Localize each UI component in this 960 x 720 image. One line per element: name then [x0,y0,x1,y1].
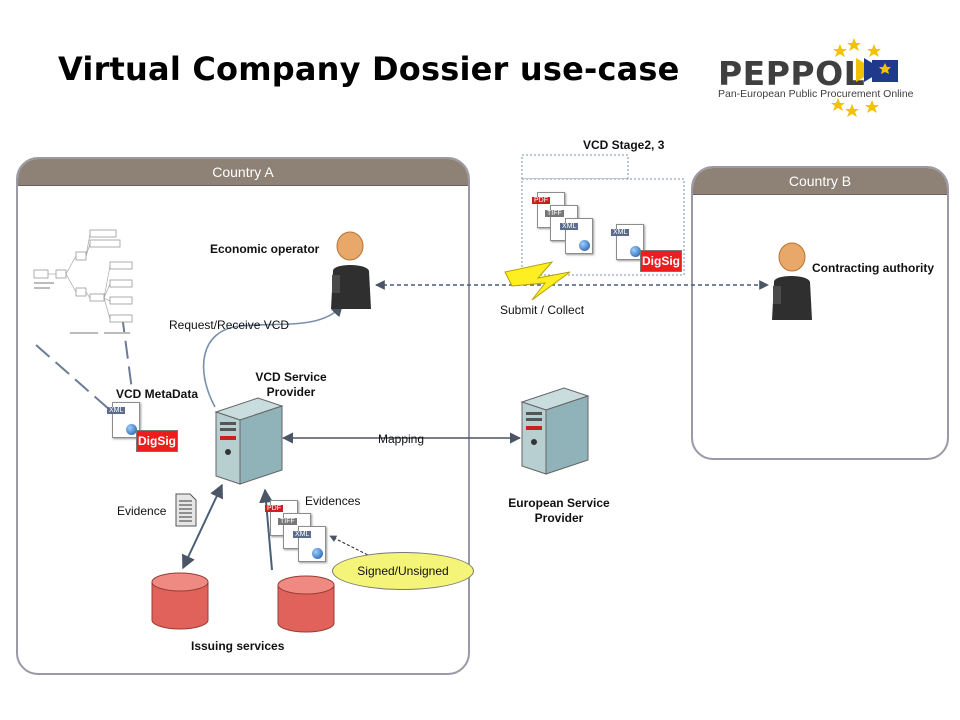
european-server-icon [520,387,590,475]
schema-thumbnail [33,229,133,334]
peppol-logo-text: PEPPOL [718,54,866,93]
evidences-flow-arrow [259,488,274,571]
country-a-header: Country A [18,159,468,186]
country-b-header: Country B [693,168,947,195]
evidence-flow-arrow [182,483,223,570]
metadata-guide-left [35,344,111,411]
mapping-label: Mapping [378,432,425,446]
submit-collect-label: Submit / Collect [500,303,585,317]
page-title: Virtual Company Dossier use-case [58,50,680,88]
stage-label: VCD Stage2, 3 [583,138,665,152]
stage-doc-xml-signed: XML [611,224,644,260]
metadata-digsig-badge: DigSig [136,430,178,452]
globe-icon [312,548,323,559]
lightning-icon [504,261,571,301]
evidences-doc-xml: XML [293,526,326,562]
european-provider-label: European Service Provider [508,496,610,525]
vcd-server-icon [214,397,284,485]
issuing-db-right-icon [277,575,335,633]
evidences-label: Evidences [305,494,361,508]
peppol-star-icon [831,38,898,117]
country-b-panel: Country B [691,166,949,460]
stage-tab-outline [521,154,629,180]
issuing-db-left-icon [151,572,209,630]
economic-operator-icon [331,231,371,309]
globe-icon [579,240,590,251]
stage-doc-xml: XML [560,218,593,254]
vcd-provider-label: VCD Service Provider [255,370,327,399]
request-receive-arrow [202,305,343,408]
contracting-authority-label: Contracting authority [812,261,934,275]
issuing-services-label: Issuing services [191,639,285,653]
economic-operator-label: Economic operator [210,242,320,256]
metadata-guide-right [121,314,133,391]
metadata-xml-doc: XML [107,402,140,438]
request-receive-label: Request/Receive VCD [169,318,290,332]
evidence-document-icon [175,493,197,527]
signed-pointer [329,535,373,558]
contracting-authority-icon [772,242,812,320]
vcd-metadata-label: VCD MetaData [116,387,199,401]
stage-digsig-badge: DigSig [640,250,682,272]
globe-icon [126,424,137,435]
evidence-label: Evidence [117,504,167,518]
peppol-logo-subtitle: Pan-European Public Procurement Online [718,88,914,100]
signed-unsigned-callout: Signed/Unsigned [332,552,474,590]
globe-icon [630,246,641,257]
